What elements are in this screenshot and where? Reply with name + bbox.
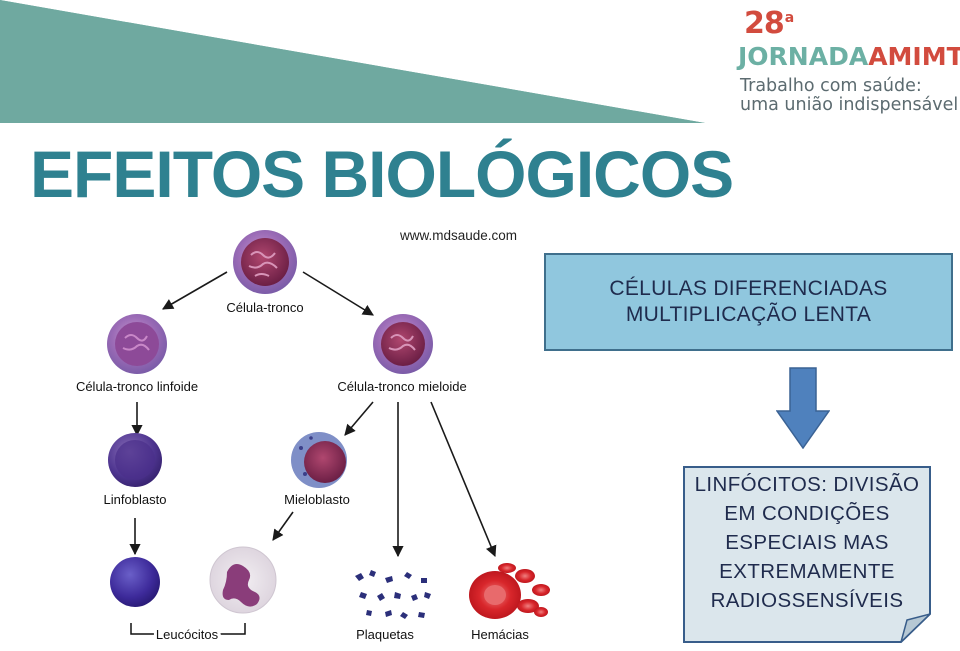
note-shape — [683, 466, 931, 643]
erythrocytes-cluster — [469, 563, 550, 619]
myeloblast-label: Mieloblasto — [284, 492, 350, 507]
lymphoid-label: Célula-tronco linfoide — [76, 379, 198, 394]
note-line-1: LINFÓCITOS: DIVISÃO — [694, 473, 920, 496]
down-arrow-icon — [776, 367, 830, 449]
platelets-cluster — [355, 570, 431, 619]
logo-name: JORNADAAMIMT — [738, 42, 960, 72]
event-logo: 28a JORNADAAMIMT Trabalho com saúde: uma… — [738, 6, 960, 116]
logo-edition: 28a — [744, 6, 795, 41]
box1-line2: MULTIPLICAÇÃO LENTA — [625, 303, 872, 326]
logo-edition-suffix: a — [784, 10, 795, 26]
lymphoblast-cell — [108, 433, 162, 487]
header-banner — [0, 0, 705, 123]
note-line-2: EM CONDIÇÕES — [724, 502, 890, 525]
lymphoid-stem-cell — [107, 314, 167, 374]
logo-tagline-line1: Trabalho com saúde: — [740, 76, 922, 96]
differentiated-cells-box: CÉLULAS DIFERENCIADAS MULTIPLICAÇÃO LENT… — [544, 253, 953, 351]
logo-edition-number: 28 — [744, 6, 785, 41]
leukocytes-label: Leucócitos — [156, 627, 219, 642]
arrow-stem-to-lymphoid — [162, 271, 228, 310]
arrow-myeloblast-to-neutrophil — [272, 511, 294, 541]
myeloid-stem-cell — [373, 314, 433, 374]
note-line-5: RADIOSSENSÍVEIS — [710, 589, 904, 612]
note-line-3: ESPECIAIS MAS — [725, 531, 889, 554]
myeloid-label: Célula-tronco mieloide — [337, 379, 466, 394]
arrow-myeloid-to-erythrocytes — [430, 401, 497, 558]
banner-body — [0, 0, 705, 123]
arrow-myeloid-to-myeloblast — [344, 401, 374, 436]
hematopoiesis-diagram: www.mdsaude.com Célula-tronco Célula-tro… — [76, 228, 550, 645]
logo-name-part2: AMIMT — [868, 42, 960, 71]
leukocytes-bracket — [130, 623, 246, 635]
note-text: LINFÓCITOS: DIVISÃO EM CONDIÇÕES ESPECIA… — [683, 470, 931, 615]
stem-cell — [233, 230, 297, 294]
neutrophil-cell — [209, 546, 277, 614]
lymphocyte-cell — [110, 557, 160, 607]
logo-name-part1: JORNADA — [738, 42, 869, 71]
logo-tagline-line2: uma união indispensável — [740, 95, 959, 115]
box1-line1: CÉLULAS DIFERENCIADAS — [609, 277, 888, 300]
lymphocytes-note: LINFÓCITOS: DIVISÃO EM CONDIÇÕES ESPECIA… — [683, 466, 931, 643]
stem-cell-label: Célula-tronco — [226, 300, 303, 315]
platelets-label: Plaquetas — [356, 627, 414, 642]
myeloblast-cell — [291, 432, 347, 488]
arrow-stem-to-myeloid — [302, 271, 374, 316]
lymphoblast-label: Linfoblasto — [104, 492, 167, 507]
note-line-4: EXTREMAMENTE — [719, 560, 895, 583]
source-url: www.mdsaude.com — [399, 228, 517, 243]
page-title: EFEITOS BIOLÓGICOS — [30, 137, 734, 211]
erythrocytes-label: Hemácias — [471, 627, 529, 642]
